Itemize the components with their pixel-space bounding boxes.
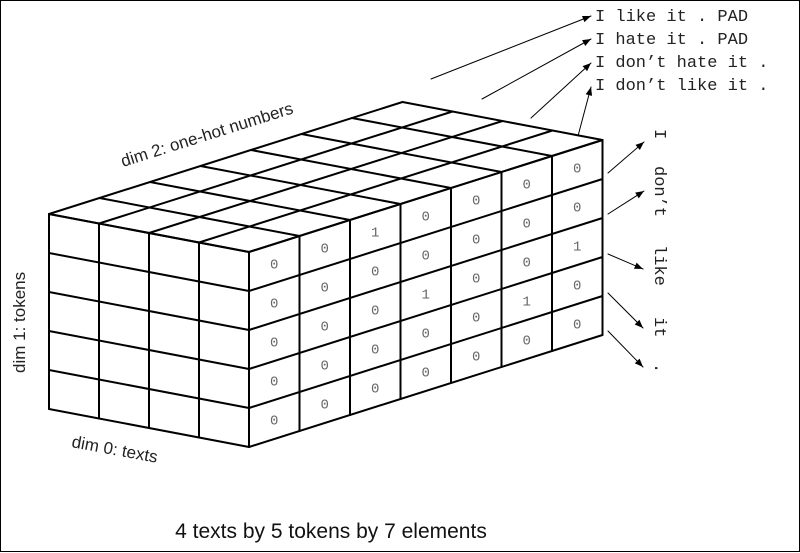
cell-digit: 0 bbox=[472, 350, 480, 366]
arrowhead bbox=[582, 39, 591, 46]
top-face-gridline bbox=[401, 101, 604, 141]
cell-digit: 0 bbox=[573, 162, 581, 178]
cell-digit: 0 bbox=[523, 256, 531, 272]
cell-digit: 0 bbox=[422, 327, 430, 343]
top-face-gridline bbox=[48, 101, 404, 215]
cell-digit: 0 bbox=[321, 398, 329, 414]
cell-digit: 0 bbox=[472, 194, 480, 210]
cell-digit: 0 bbox=[523, 334, 531, 350]
top-face-gridline bbox=[149, 181, 351, 221]
sentence-label: I don’t hate it . bbox=[595, 54, 768, 73]
front-face-gridline bbox=[248, 256, 604, 370]
cell-digit: 0 bbox=[523, 217, 531, 233]
top-face-gridline bbox=[198, 129, 554, 244]
cell-digit: 0 bbox=[270, 375, 278, 391]
arrowhead bbox=[635, 191, 644, 199]
cell-digit: 0 bbox=[270, 336, 278, 352]
token-label: . bbox=[649, 363, 668, 373]
cell-digit: 0 bbox=[321, 281, 329, 297]
top-face-gridline bbox=[300, 133, 503, 173]
cell-digit: 0 bbox=[422, 210, 430, 226]
axis-label-dim0: dim 0: texts bbox=[70, 432, 159, 467]
front-face-gridline bbox=[248, 217, 604, 331]
token-label: it bbox=[649, 317, 668, 337]
cell-digit: 1 bbox=[371, 226, 379, 242]
cell-digit: 0 bbox=[321, 242, 329, 258]
cell-digit: 0 bbox=[270, 297, 278, 313]
sentence-arrow bbox=[430, 15, 592, 80]
arrowhead bbox=[582, 63, 591, 72]
top-face-gridline bbox=[351, 117, 553, 157]
token-label: like bbox=[649, 245, 668, 286]
arrowhead bbox=[582, 15, 591, 23]
cell-digit: 1 bbox=[573, 240, 581, 256]
caption: 4 texts by 5 tokens by 7 elements bbox=[175, 520, 487, 543]
top-face-gridline bbox=[98, 197, 301, 237]
arrowhead bbox=[585, 87, 593, 96]
cell-digit: 0 bbox=[270, 414, 278, 430]
cell-digit: 0 bbox=[321, 320, 329, 336]
cell-digit: 0 bbox=[422, 366, 430, 382]
axis-label-dim1: dim 1: tokens bbox=[10, 272, 29, 373]
token-label: don’t bbox=[649, 166, 668, 217]
front-face-gridline bbox=[248, 139, 604, 253]
token-label: I bbox=[649, 129, 668, 139]
front-face bbox=[249, 140, 603, 447]
cell-digit: 0 bbox=[371, 304, 379, 320]
arrowhead bbox=[634, 358, 643, 367]
cell-digit: 1 bbox=[422, 288, 430, 304]
sentence-label: I like it . PAD bbox=[595, 8, 748, 27]
cell-digit: 1 bbox=[523, 295, 531, 311]
cell-digit: 0 bbox=[573, 201, 581, 217]
arrowhead bbox=[634, 319, 643, 328]
sentence-arrow bbox=[481, 38, 592, 100]
top-face-gridline bbox=[199, 165, 402, 205]
cell-digit: 0 bbox=[371, 265, 379, 281]
sentence-arrow bbox=[577, 86, 592, 137]
front-face-gridline bbox=[248, 334, 604, 448]
arrowhead bbox=[635, 142, 644, 150]
arrowhead bbox=[634, 262, 643, 269]
cell-digit: 0 bbox=[371, 382, 379, 398]
cell-digit: 0 bbox=[472, 233, 480, 249]
sentence-label: I don’t like it . bbox=[595, 77, 768, 96]
cell-digit: 0 bbox=[472, 272, 480, 288]
top-face-gridline bbox=[148, 120, 504, 234]
cell-digit: 0 bbox=[371, 343, 379, 359]
cell-digit: 0 bbox=[573, 318, 581, 334]
top-face-gridline bbox=[98, 110, 454, 225]
token-arrow bbox=[607, 330, 644, 368]
cell-digit: 0 bbox=[270, 258, 278, 274]
sentence-arrow bbox=[530, 62, 592, 119]
sentence-label: I hate it . PAD bbox=[595, 31, 748, 50]
front-face-gridline bbox=[248, 178, 604, 292]
front-face-gridline bbox=[248, 295, 604, 409]
cell-digit: 0 bbox=[422, 249, 430, 265]
top-face-gridline bbox=[250, 149, 452, 189]
cell-digit: 0 bbox=[321, 359, 329, 375]
cell-digit: 0 bbox=[523, 178, 531, 194]
cell-digit: 0 bbox=[573, 279, 581, 295]
cell-digit: 0 bbox=[472, 311, 480, 327]
